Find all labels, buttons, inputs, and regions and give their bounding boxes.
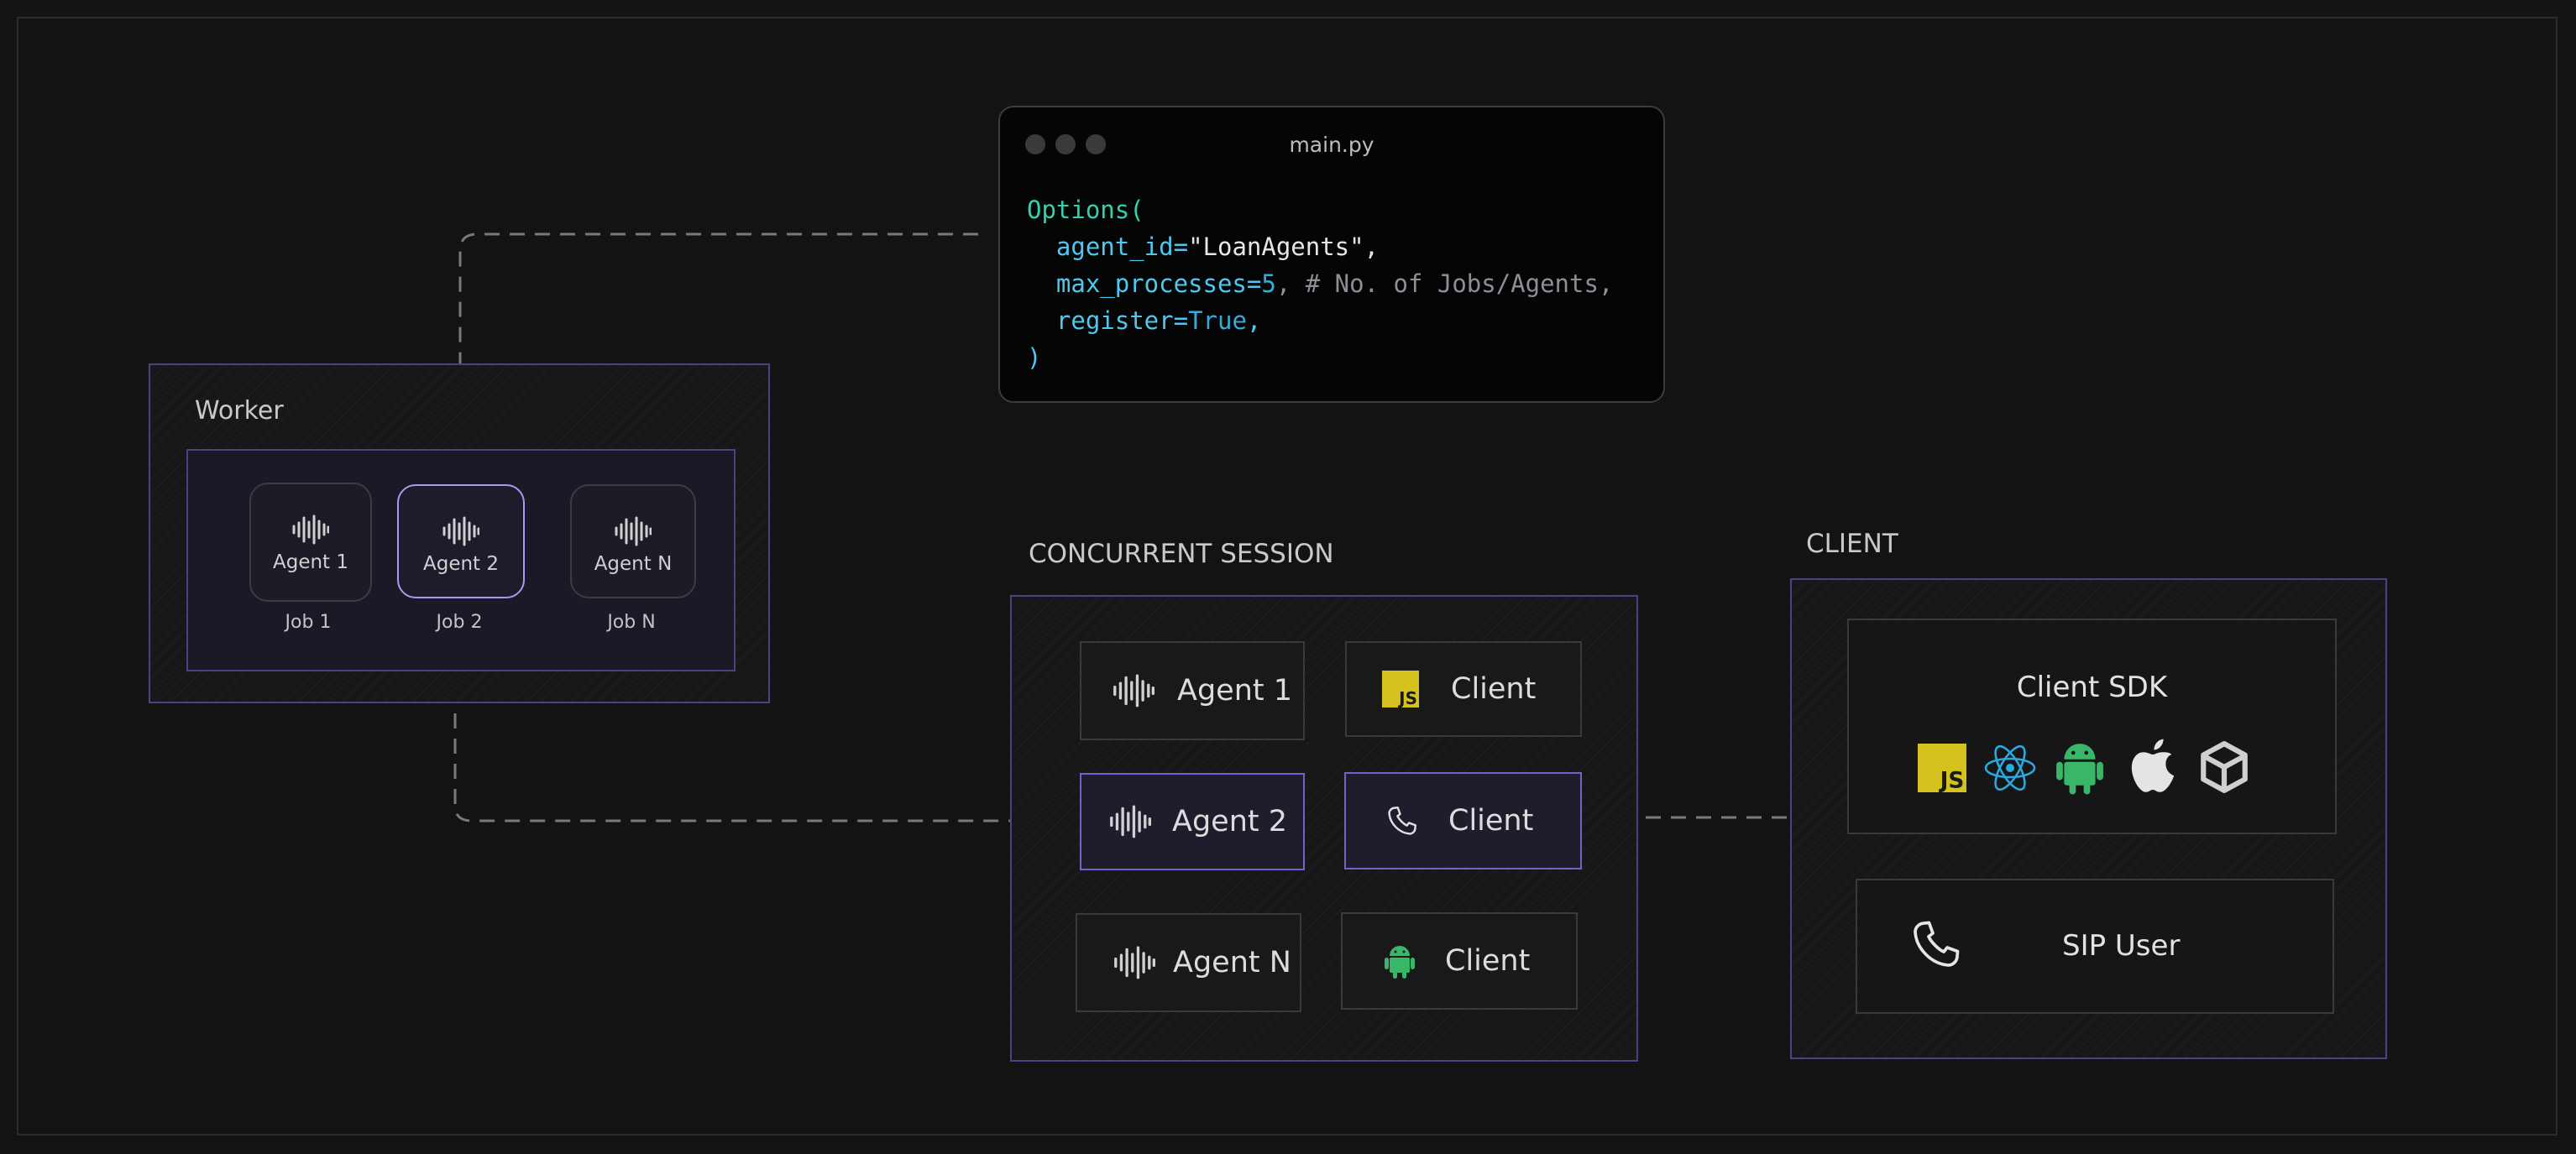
connector-worker-to-session <box>453 663 1043 822</box>
waveform-icon <box>1113 674 1155 708</box>
code-number: 5 <box>1261 269 1276 298</box>
sip-user-label: SIP User <box>2062 929 2181 963</box>
session-agent-tile[interactable]: Agent 1 <box>1080 641 1305 740</box>
waveform-icon <box>1110 805 1152 838</box>
android-icon <box>1385 946 1415 979</box>
session-agent-label: Agent N <box>1173 946 1291 979</box>
session-agent-label: Agent 2 <box>1172 805 1287 838</box>
waveform-icon <box>1114 946 1156 979</box>
client-sdk-panel: Client SDK JS <box>1847 619 2337 834</box>
job-label: Job 1 <box>285 612 332 633</box>
unity-icon <box>2201 741 2248 793</box>
worker-box: Worker Agent 1 Agent 2 Agent N Job 1 Job… <box>149 363 770 703</box>
window-dot-icon <box>1086 134 1106 154</box>
session-agent-tile[interactable]: Agent 2 <box>1080 773 1305 870</box>
worker-agent-card[interactable]: Agent 2 <box>397 484 525 598</box>
code-filename: main.py <box>1289 133 1374 157</box>
code-window: main.py Options( agent_id="LoanAgents", … <box>998 106 1665 403</box>
worker-title: Worker <box>195 396 284 426</box>
react-icon <box>1984 744 2036 791</box>
session-client-tile[interactable]: Client <box>1341 912 1578 1010</box>
javascript-icon: JS <box>1382 671 1419 708</box>
session-box: Agent 1 JS Client Agent 2 Client Agent N… <box>1010 595 1638 1062</box>
worker-agent-card[interactable]: Agent 1 <box>249 483 372 602</box>
code-key: max_processes= <box>1055 269 1262 298</box>
code-key: agent_id= <box>1055 232 1189 261</box>
session-client-label: Client <box>1445 944 1531 978</box>
svg-text:JS: JS <box>1939 769 1965 792</box>
job-label: Job N <box>607 612 656 633</box>
session-agent-label: Agent 1 <box>1177 674 1292 708</box>
code-string: "LoanAgents", <box>1188 232 1380 261</box>
code-line-1: Options( <box>1027 196 1144 224</box>
diagram-frame <box>17 17 2558 1136</box>
client-title: CLIENT <box>1806 529 1898 559</box>
session-agent-tile[interactable]: Agent N <box>1076 913 1301 1012</box>
agent-name: Agent 1 <box>272 551 349 573</box>
worker-agent-card[interactable]: Agent N <box>570 484 696 598</box>
code-comment: , # No. of Jobs/Agents, <box>1275 269 1614 298</box>
code-key: register= <box>1055 306 1189 335</box>
connector-code-to-worker <box>458 232 978 426</box>
session-client-label: Client <box>1451 672 1537 706</box>
agent-name: Agent N <box>594 553 673 575</box>
android-icon <box>2056 744 2103 795</box>
window-dot-icon <box>1025 134 1045 154</box>
waveform-icon <box>442 516 479 546</box>
phone-icon <box>1914 921 1960 967</box>
session-client-tile[interactable]: JS Client <box>1345 641 1582 737</box>
code-keyword: True <box>1188 306 1247 335</box>
sip-user-panel[interactable]: SIP User <box>1856 879 2334 1014</box>
phone-icon <box>1388 807 1416 835</box>
session-client-tile[interactable]: Client <box>1344 772 1582 869</box>
waveform-icon <box>615 516 652 546</box>
worker-jobs-panel: Agent 1 Agent 2 Agent N Job 1 Job 2 Job … <box>186 449 736 671</box>
code-body: Options( agent_id="LoanAgents", max_proc… <box>1027 191 1613 376</box>
client-sdk-title: Client SDK <box>2016 671 2168 704</box>
agent-name: Agent 2 <box>422 553 500 575</box>
window-dot-icon <box>1055 134 1076 154</box>
code-punct: , <box>1246 306 1262 335</box>
apple-icon <box>2131 739 2175 792</box>
job-label: Job 2 <box>436 612 483 633</box>
svg-text:JS: JS <box>1397 688 1417 708</box>
javascript-icon: JS <box>1918 744 1966 792</box>
session-client-label: Client <box>1448 804 1534 838</box>
client-box: Client SDK JS SIP User <box>1790 578 2387 1059</box>
waveform-icon <box>292 514 329 545</box>
session-title: CONCURRENT SESSION <box>1029 539 1334 569</box>
code-line-5: ) <box>1027 343 1042 372</box>
